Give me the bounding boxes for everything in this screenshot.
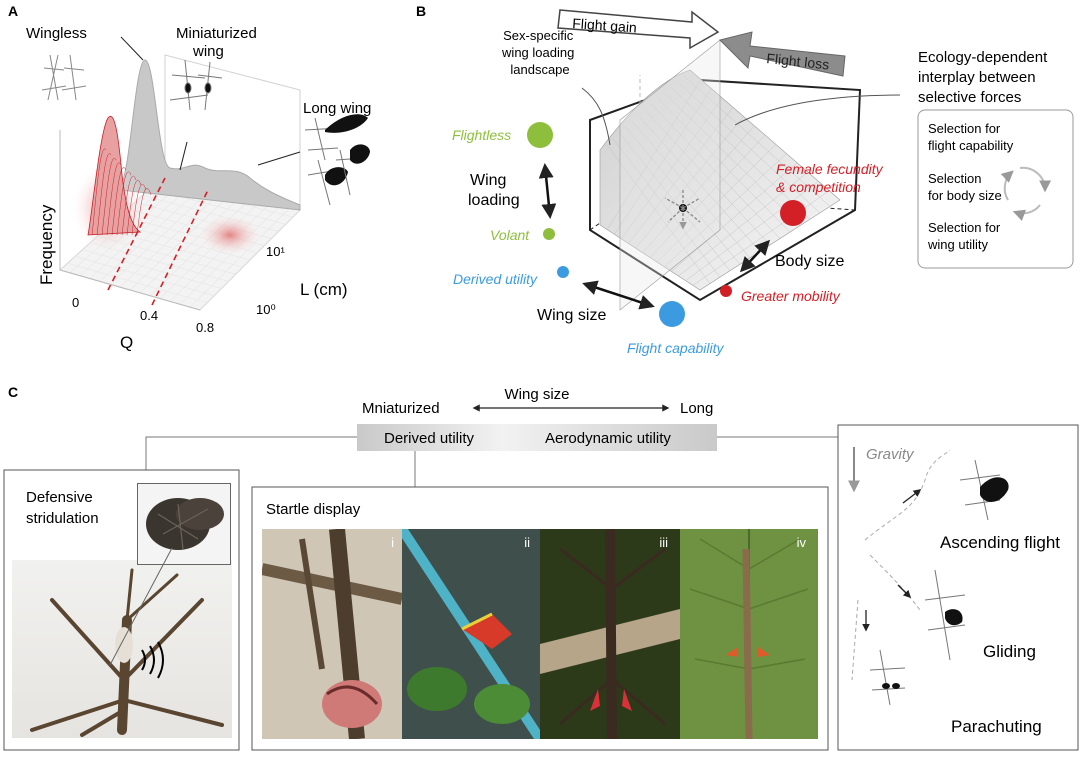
startle-photo-i: i	[262, 529, 402, 739]
label-greater-mobility: Greater mobility	[741, 288, 841, 304]
label-mniaturized: Mniaturized	[362, 400, 440, 417]
selection-box	[917, 109, 1074, 269]
wing-closeup-photo	[137, 483, 231, 565]
flight-gain-label: Flight gain	[572, 15, 638, 35]
q-tick-2: 0.8	[196, 320, 214, 335]
label-miniaturized-l2: wing	[192, 43, 224, 60]
startle-photo-ii: ii	[402, 529, 540, 739]
label-wing-size-c: Wing size	[504, 386, 569, 403]
point-greater-mobility	[720, 285, 732, 297]
label-female-fecundity: Female fecundity& competition	[776, 161, 884, 195]
photo-label-i: i	[391, 535, 394, 550]
label-miniaturized-l1: Miniaturized	[176, 25, 257, 42]
point-flightless	[527, 122, 553, 148]
label-longwing: Long wing	[303, 100, 371, 117]
photo-label-ii: ii	[524, 535, 530, 550]
label-flightless: Flightless	[452, 127, 511, 143]
q-tick-1: 0.4	[140, 308, 158, 323]
l-tick-1: 10⁰	[256, 302, 276, 317]
panel-c-letter: C	[8, 384, 18, 400]
q-tick-0: 0	[72, 295, 79, 310]
label-startle: Startle display	[266, 501, 361, 518]
defensive-photo	[12, 560, 232, 738]
startle-photo-iii: iii	[540, 529, 680, 739]
label-wing-size: Wing size	[537, 307, 606, 324]
l-tick-0: 10¹	[266, 244, 285, 259]
panel-b-letter: B	[416, 3, 426, 19]
label-aerodynamic-utility: Aerodynamic utility	[545, 430, 671, 447]
panel-a-plot	[58, 54, 301, 311]
wing-size-arrow	[582, 280, 655, 310]
photo-label-iii: iii	[659, 535, 668, 550]
photo-label-iv: iv	[796, 535, 806, 550]
red-peak	[87, 115, 142, 236]
startle-box	[251, 486, 829, 751]
flight-gain-arrow: Flight gain	[557, 9, 720, 50]
label-parachuting: Parachuting	[951, 717, 1042, 736]
point-volant	[543, 228, 555, 240]
stick-insect-photo	[30, 568, 224, 737]
label-miniaturized: Miniaturized wing	[176, 25, 261, 60]
label-long: Long	[680, 400, 713, 417]
ascending-insect-icon	[959, 459, 1009, 521]
point-derived-utility	[557, 266, 569, 278]
label-ascending: Ascending flight	[940, 533, 1060, 552]
center-dot	[664, 188, 701, 228]
wing-loading-arrow	[538, 163, 557, 219]
startle-photo-iii-art	[540, 529, 680, 739]
longwing-insect-icon	[304, 114, 370, 206]
ecology-label: Ecology-dependent interplay between sele…	[918, 49, 1051, 106]
startle-photo-iv-art	[680, 529, 818, 739]
startle-photo-ii-art	[402, 529, 540, 739]
gliding-insect-icon	[924, 569, 966, 661]
startle-photo-i-art	[262, 529, 402, 739]
label-derived: Derived utility	[453, 271, 538, 287]
aerodynamic-utility-bar	[502, 424, 717, 451]
label-q: Q	[120, 333, 133, 352]
panel-a-letter: A	[8, 3, 18, 19]
label-derived-utility: Derived utility	[384, 430, 475, 447]
label-volant: Volant	[490, 227, 530, 243]
body-size-arrow	[739, 239, 771, 273]
label-lcm: L (cm)	[300, 280, 348, 299]
panel-b-cube	[589, 39, 862, 311]
flight-loss-label: Flight loss	[766, 50, 830, 73]
label-wingless: Wingless	[26, 25, 87, 42]
label-gravity: Gravity	[866, 446, 915, 463]
wing-closeup	[138, 484, 230, 564]
grey-distribution	[119, 59, 301, 211]
cycle-icon	[1000, 166, 1052, 221]
landscape-label: Sex-specific wing loading landscape	[501, 28, 578, 77]
defensive-box	[3, 469, 240, 751]
label-frequency: Frequency	[37, 204, 56, 285]
aerodynamic-box	[837, 424, 1079, 751]
label-gliding: Gliding	[983, 642, 1036, 661]
flight-loss-arrow: Flight loss	[719, 31, 846, 77]
miniaturized-insect-icon	[169, 59, 223, 111]
point-female-fecundity	[780, 200, 806, 226]
parachuting-insect-icon	[869, 649, 906, 706]
wingless-insect-icon	[41, 54, 87, 101]
label-body-size: Body size	[775, 253, 844, 270]
label-flight-capability: Flight capability	[627, 340, 724, 356]
point-flight-capability	[659, 301, 685, 327]
startle-photo-iv: iv	[680, 529, 818, 739]
derived-utility-bar	[357, 424, 502, 451]
